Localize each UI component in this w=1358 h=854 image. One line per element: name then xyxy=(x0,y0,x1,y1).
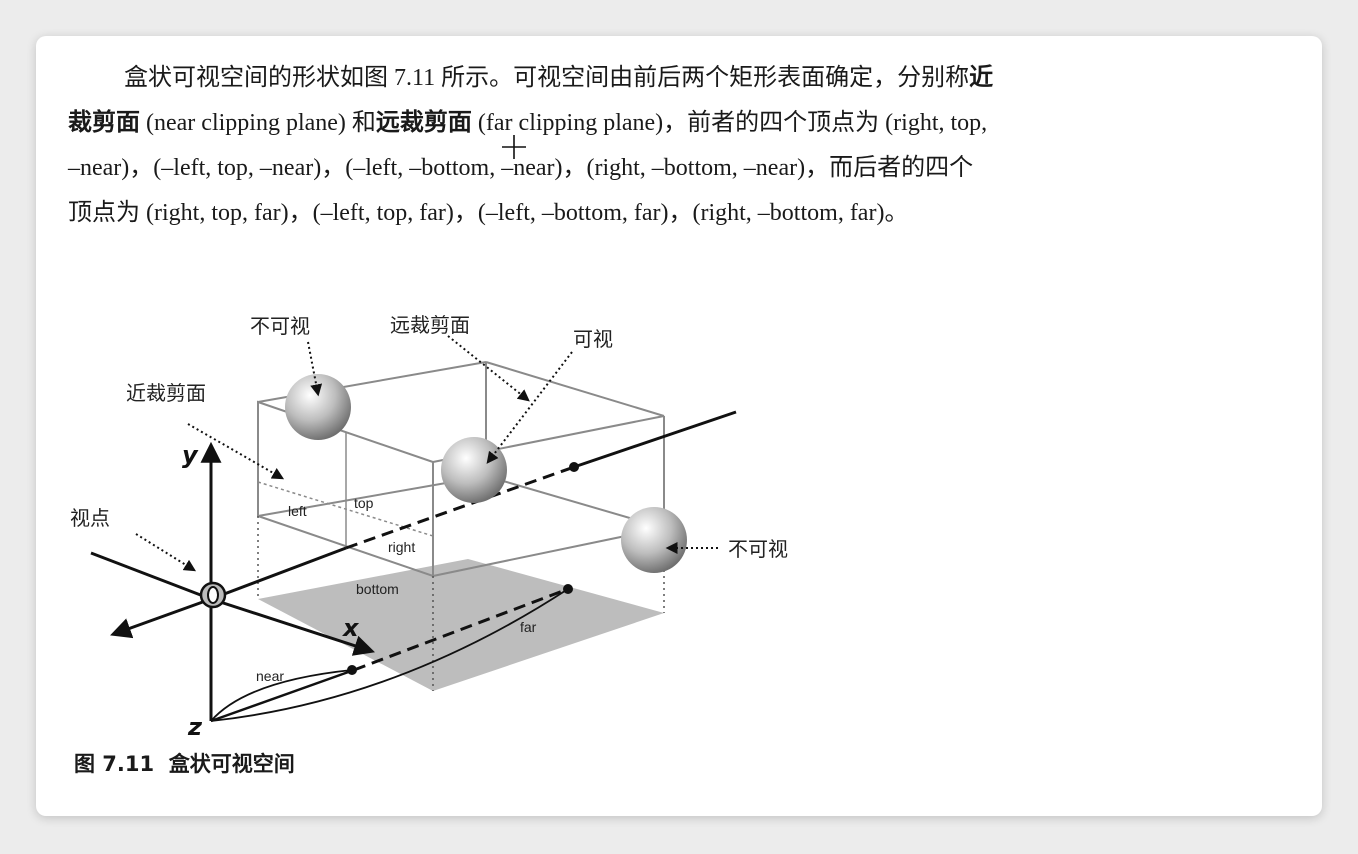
term-near-clipping-plane-part1: 近 xyxy=(969,65,994,91)
paragraph-line-4: 顶点为 (right, top, far)，(–left, top, far)，… xyxy=(68,200,909,226)
label-far-plane: 远裁剪面 xyxy=(390,313,470,337)
label-left: left xyxy=(288,503,307,519)
sight-line-back xyxy=(90,551,212,601)
paragraph-line-3: –near)，(–left, top, –near)，(–left, –bott… xyxy=(68,155,974,181)
paragraph-text: 盒状可视空间的形状如图 7.11 所示。可视空间由前后两个矩形表面确定，分别称 xyxy=(124,65,970,91)
body-paragraph: 盒状可视空间的形状如图 7.11 所示。可视空间由前后两个矩形表面确定，分别称近… xyxy=(68,56,1208,236)
near-distance-curve xyxy=(210,669,353,722)
sphere-invisible-top xyxy=(285,374,351,440)
label-near: near xyxy=(256,668,284,684)
axis-label-y: y xyxy=(182,441,199,469)
far-distance-curve xyxy=(210,588,569,722)
label-right: right xyxy=(388,539,415,555)
sight-line-solid-near xyxy=(210,546,347,601)
sphere-invisible-right xyxy=(621,507,687,573)
far-point-dot xyxy=(569,462,579,472)
term-near-clipping-plane-part2: 裁剪面 xyxy=(68,110,140,136)
label-invisible-top: 不可视 xyxy=(250,314,310,338)
paragraph-line-1: 盒状可视空间的形状如图 7.11 所示。可视空间由前后两个矩形表面确定，分别称近 xyxy=(68,56,1208,101)
paragraph-text: (near clipping plane) 和 xyxy=(140,110,376,136)
sphere-visible xyxy=(441,437,507,503)
pointer-arrows xyxy=(135,335,718,572)
label-top: top xyxy=(354,495,374,511)
label-viewpoint: 视点 xyxy=(70,506,110,530)
label-visible: 可视 xyxy=(573,327,613,351)
label-bottom: bottom xyxy=(356,581,399,597)
axis-label-z: z xyxy=(187,713,203,736)
axis-label-x: x xyxy=(342,614,360,642)
label-invisible-right: 不可视 xyxy=(728,537,788,561)
crosshair-cursor-icon xyxy=(502,135,526,159)
x-axis-line xyxy=(210,597,375,656)
floor-shadow xyxy=(258,559,664,691)
z-axis-line xyxy=(110,597,212,639)
label-near-plane: 近裁剪面 xyxy=(126,381,206,405)
viewpoint-eye-icon xyxy=(199,581,227,609)
term-far-clipping-plane: 远裁剪面 xyxy=(375,110,472,136)
floor-line-solid xyxy=(210,668,355,723)
paragraph-line-2: 裁剪面 (near clipping plane) 和远裁剪面 (far cli… xyxy=(68,101,1208,146)
view-volume-figure: 不可视 远裁剪面 可视 近裁剪面 视点 不可视 y x z left top r… xyxy=(70,313,788,736)
document-page: 盒状可视空间的形状如图 7.11 所示。可视空间由前后两个矩形表面确定，分别称近… xyxy=(36,36,1322,816)
label-far: far xyxy=(520,619,537,635)
sight-line-dashed xyxy=(345,465,575,550)
sight-line-solid-far xyxy=(573,410,737,469)
figure-caption: 图 7.11 盒状可视空间 xyxy=(74,752,295,776)
paragraph-text: (far clipping plane)，前者的四个顶点为 (right, to… xyxy=(471,110,988,136)
floor-line-dashed xyxy=(353,587,569,672)
